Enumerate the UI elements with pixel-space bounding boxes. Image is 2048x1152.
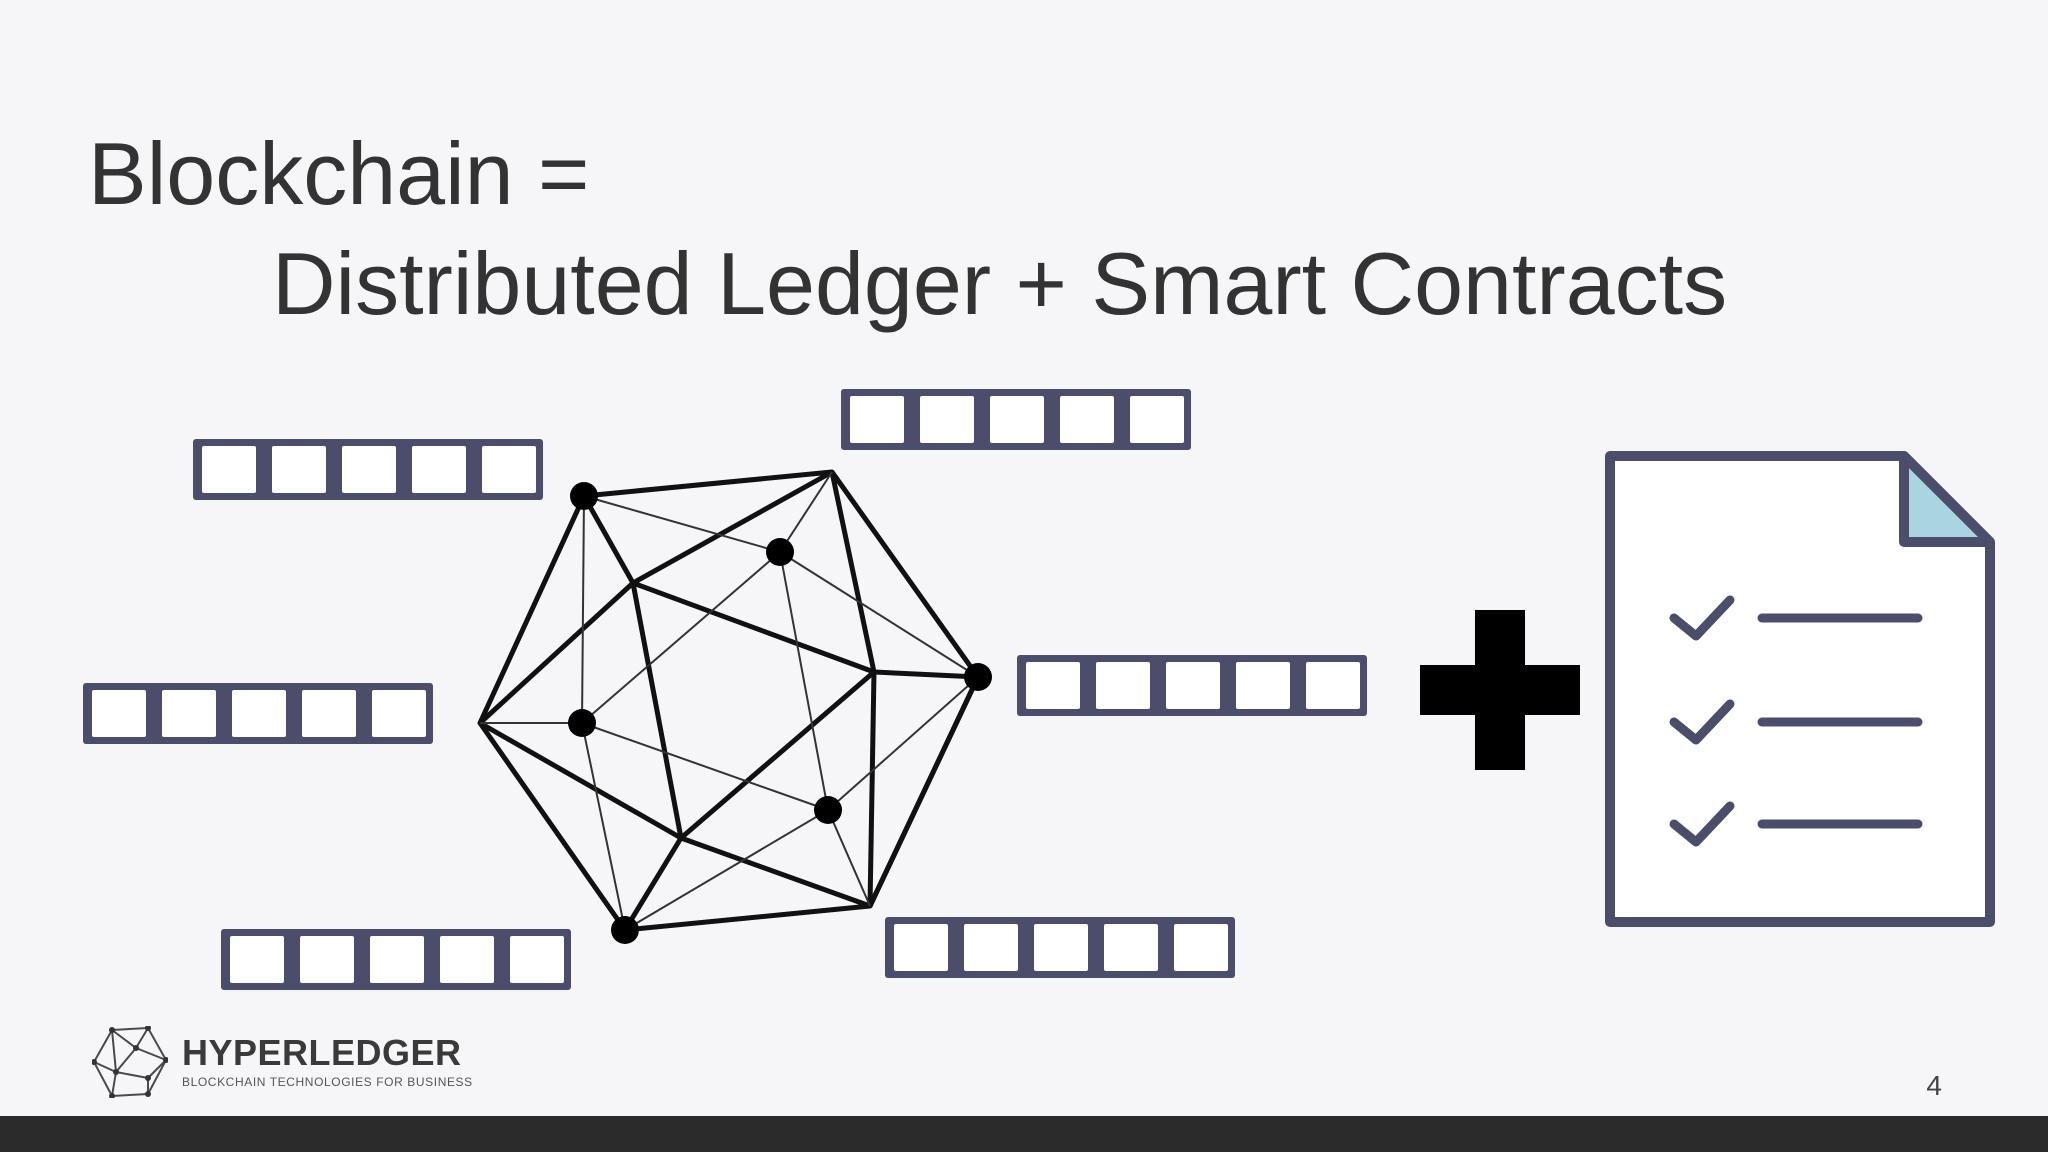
slide-title-line-2: Distributed Ledger + Smart Contracts — [272, 234, 1728, 333]
hyperledger-logo: HYPERLEDGER BLOCKCHAIN TECHNOLOGIES FOR … — [92, 1026, 473, 1098]
checklist-document-icon — [1605, 451, 1995, 927]
block-chain-icon — [80, 680, 436, 747]
bottom-bar — [0, 1116, 2048, 1152]
logo-tagline: BLOCKCHAIN TECHNOLOGIES FOR BUSINESS — [182, 1075, 473, 1089]
page-number: 4 — [1926, 1070, 1942, 1101]
checkmark-icon — [1669, 801, 1735, 847]
slide-title-line-1: Blockchain = — [88, 124, 590, 223]
network-graph-icon — [477, 469, 992, 944]
block-chain-icon — [190, 436, 546, 503]
block-chain-icon — [1014, 652, 1370, 719]
plus-icon — [1420, 610, 1580, 770]
block-chain-icon — [882, 914, 1238, 981]
slide: Blockchain = Distributed Ledger + Smart … — [80, 124, 1995, 1101]
hyperledger-network-icon — [92, 1026, 168, 1098]
checkmark-icon — [1669, 699, 1735, 745]
block-chain-icon — [838, 386, 1194, 453]
block-chain-icon — [218, 926, 574, 993]
checkmark-icon — [1669, 595, 1735, 641]
logo-wordmark: HYPERLEDGER — [182, 1032, 462, 1073]
